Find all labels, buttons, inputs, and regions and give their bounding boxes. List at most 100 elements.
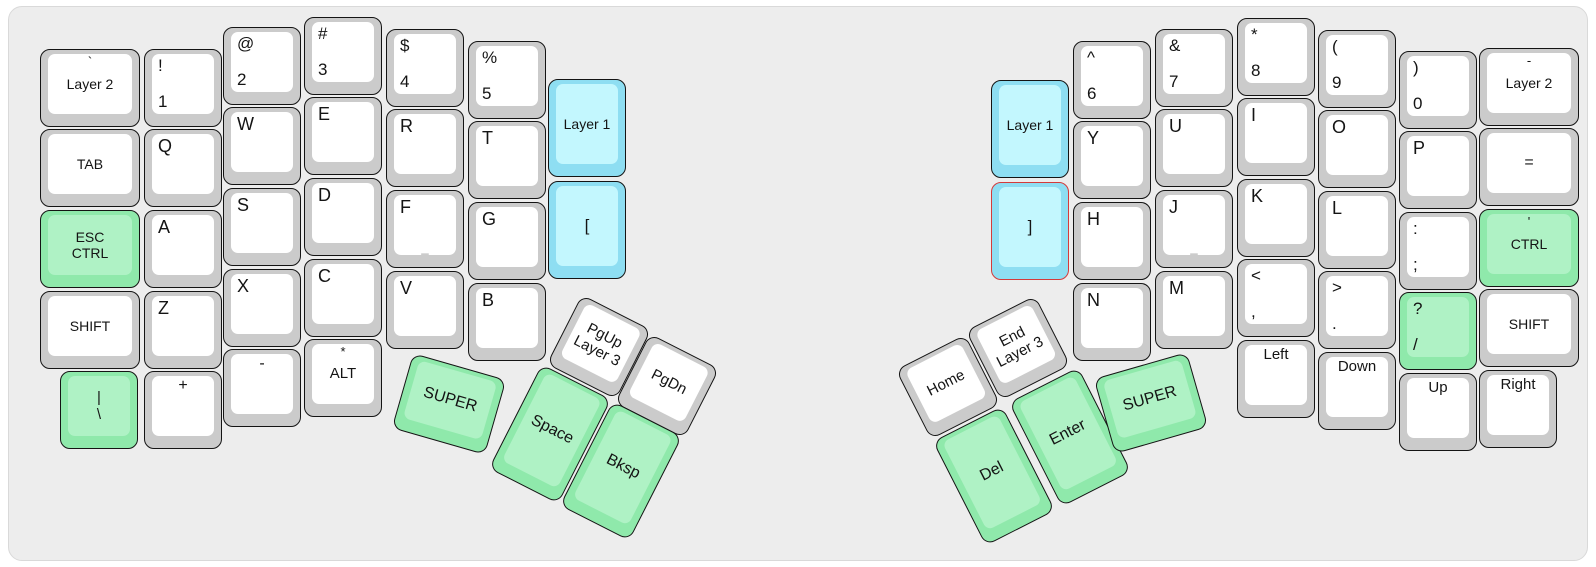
key-d[interactable]: D (304, 178, 382, 256)
key-z[interactable]: Z (144, 291, 222, 369)
key-rbracket[interactable]: ] (991, 182, 1069, 280)
keycap-surface: [ (556, 186, 618, 266)
key-minus-left[interactable]: - (223, 349, 301, 427)
key-period[interactable]: >. (1318, 271, 1396, 349)
key-comma[interactable]: <, (1237, 259, 1315, 337)
keycap-surface: :; (1407, 217, 1469, 277)
key-shift-left[interactable]: SHIFT (40, 291, 140, 369)
key-label: ? (1413, 299, 1423, 318)
key-super-left[interactable]: SUPER (391, 353, 507, 455)
key-2[interactable]: @2 (223, 27, 301, 105)
key-m[interactable]: M (1155, 271, 1233, 349)
key-label: 0 (1413, 94, 1423, 114)
keycap-surface: N (1081, 288, 1143, 348)
key-a[interactable]: A (144, 210, 222, 288)
key-g[interactable]: G (468, 202, 546, 280)
keycap-surface: P (1407, 136, 1469, 196)
key-lbracket[interactable]: [ (548, 181, 626, 279)
keycap-surface: 'CTRL (1487, 214, 1571, 274)
key-0[interactable]: )0 (1399, 51, 1477, 129)
key-label: _ (421, 240, 429, 256)
key-k[interactable]: K (1237, 179, 1315, 257)
key-label: @ (237, 34, 255, 53)
key-label: % (482, 48, 498, 67)
key-label: SUPER (421, 383, 480, 416)
key-o[interactable]: O (1318, 110, 1396, 188)
key-label: & (1169, 36, 1181, 55)
keycap-surface: )0 (1407, 56, 1469, 116)
key-v[interactable]: V (386, 271, 464, 349)
key-semicolon[interactable]: :; (1399, 212, 1477, 290)
key-label: ` (87, 54, 93, 69)
key-1[interactable]: !1 (144, 49, 222, 127)
key-l[interactable]: L (1318, 191, 1396, 269)
key-6[interactable]: ^6 (1073, 41, 1151, 119)
keycap-surface: PgDn (627, 341, 711, 424)
key-equals[interactable]: = (1479, 128, 1579, 206)
key-3[interactable]: #3 (304, 17, 382, 95)
key-slash[interactable]: ?/ (1399, 292, 1477, 370)
key-t[interactable]: T (468, 121, 546, 199)
key-label: * (1251, 25, 1258, 44)
key-layer1-right[interactable]: Layer 1 (991, 80, 1069, 178)
keycap-surface: !1 (152, 54, 214, 114)
key-right-arrow[interactable]: Right (1479, 370, 1557, 448)
key-r[interactable]: R (386, 109, 464, 187)
key-shift-right[interactable]: SHIFT (1479, 289, 1579, 367)
key-q[interactable]: Q (144, 129, 222, 207)
key-n[interactable]: N (1073, 283, 1151, 361)
keycap-surface: K (1245, 184, 1307, 244)
key-label: Z (158, 298, 169, 318)
key-label: Layer 1 (563, 115, 611, 132)
key-c[interactable]: C (304, 259, 382, 337)
key-label: SHIFT (1508, 315, 1550, 332)
keycap-surface: I (1245, 103, 1307, 163)
key-super-right[interactable]: SUPER (1093, 352, 1209, 454)
keycap-surface: E (312, 102, 374, 162)
key-f[interactable]: F_ (386, 190, 464, 268)
key-label: U (1169, 116, 1182, 136)
key-label: Home (924, 366, 968, 400)
key-left-arrow[interactable]: Left (1237, 340, 1315, 418)
key-8[interactable]: *8 (1237, 18, 1315, 96)
key-alt[interactable]: *ALT (304, 339, 382, 417)
key-7[interactable]: &7 (1155, 29, 1233, 107)
key-up-arrow[interactable]: Up (1399, 373, 1477, 451)
key-tab[interactable]: TAB (40, 129, 140, 207)
key-pipe-backslash[interactable]: |\ (60, 371, 138, 449)
key-h[interactable]: H (1073, 202, 1151, 280)
key-label: ] (1027, 217, 1033, 237)
keycap-surface: - (231, 354, 293, 414)
key-j[interactable]: J_ (1155, 190, 1233, 268)
key-p[interactable]: P (1399, 131, 1477, 209)
key-label: / (1413, 335, 1418, 355)
keycap-surface: <, (1245, 264, 1307, 324)
key-e[interactable]: E (304, 97, 382, 175)
key-5[interactable]: %5 (468, 41, 546, 119)
key-label: + (178, 377, 188, 394)
key-4[interactable]: $4 (386, 29, 464, 107)
key-i[interactable]: I (1237, 98, 1315, 176)
key-label: , (1251, 302, 1256, 322)
key-x[interactable]: X (223, 269, 301, 347)
keycap-surface: R (394, 114, 456, 174)
key-layer1-left[interactable]: Layer 1 (548, 79, 626, 177)
key-9[interactable]: (9 (1318, 30, 1396, 108)
key-w[interactable]: W (223, 107, 301, 185)
key-label: 2 (237, 70, 247, 90)
key-label: * (340, 344, 346, 359)
key-down-arrow[interactable]: Down (1318, 352, 1396, 430)
key-b[interactable]: B (468, 283, 546, 361)
key-label: C (318, 266, 331, 286)
key-ctrl-right[interactable]: 'CTRL (1479, 209, 1579, 287)
keycap-surface: D (312, 183, 374, 243)
key-y[interactable]: Y (1073, 121, 1151, 199)
key-layer2-right[interactable]: -Layer 2 (1479, 48, 1579, 126)
key-u[interactable]: U (1155, 109, 1233, 187)
key-s[interactable]: S (223, 188, 301, 266)
key-layer2-left[interactable]: `Layer 2 (40, 49, 140, 127)
key-plus[interactable]: + (144, 371, 222, 449)
